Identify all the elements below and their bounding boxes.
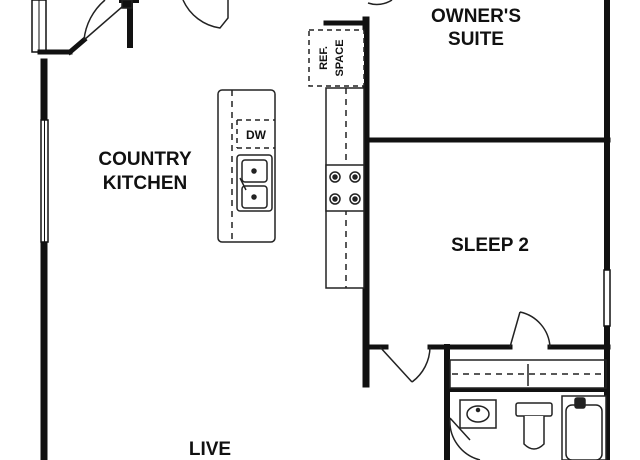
dishwasher-label: DW [246,128,267,142]
suite-door-swing [367,0,393,6]
hall-door-swing [411,346,431,383]
range [325,164,365,212]
country-kitchen-label-line2: KITCHEN [103,173,187,194]
doors [83,0,551,460]
ref-space-box [308,29,365,87]
ref-space-label-line2: SPACE [334,39,346,76]
walls [31,0,611,460]
toilet-bowl [523,416,545,450]
bath-door-swing [449,417,481,460]
owners-suite-label-line1: OWNER'S [431,6,521,27]
linen-shelf [449,359,607,389]
counter [308,29,365,289]
live-label: LIVE [189,439,231,460]
entry-door-swing [83,0,106,41]
right-window [603,269,611,327]
owners-suite-label-line2: SUITE [448,29,504,50]
country-kitchen-label-line1: COUNTRY [98,149,192,170]
sleep-2-label: SLEEP 2 [451,235,529,256]
kitchen-island [217,89,276,243]
ref-space-label-line1: REF. [318,46,330,70]
bath-fixtures [449,359,607,460]
toilet-tank [515,402,553,417]
sleep2-door-swing [519,311,551,348]
